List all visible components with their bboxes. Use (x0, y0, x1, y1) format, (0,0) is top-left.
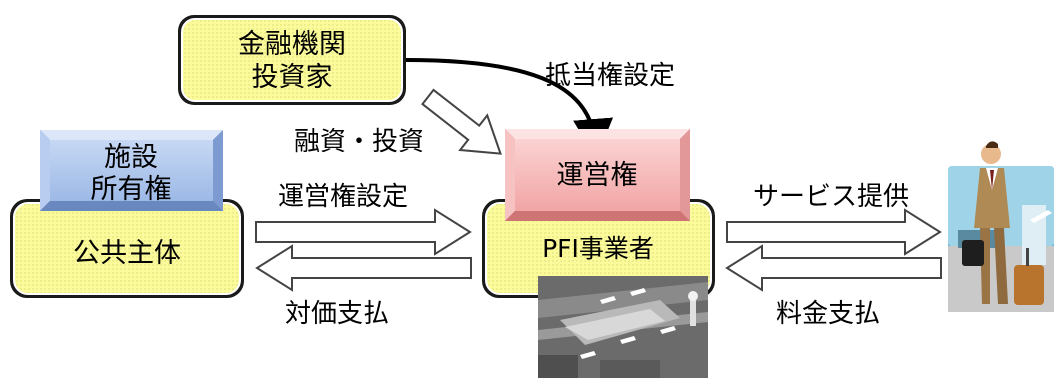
consideration-payment-arrow (255, 244, 472, 292)
operating-right-node: 運営権 (505, 129, 690, 221)
fee-payment-label: 料金支払 (776, 299, 880, 329)
finance-label-line1: 金融機関 (238, 29, 346, 60)
operating-right-setting-label: 運営権設定 (278, 182, 408, 212)
finance-node: 金融機関 投資家 (178, 15, 406, 105)
pfi-operator-node: PFI事業者 (482, 199, 715, 298)
finance-investment-label: 融資・投資 (294, 127, 424, 157)
operating-right-setting-arrow (255, 208, 472, 256)
ownership-label-line2: 所有権 (91, 174, 172, 205)
finance-label-line2: 投資家 (252, 62, 333, 93)
mortgage-arrow (405, 58, 614, 159)
fee-payment-arrow (725, 244, 942, 292)
mortgage-label: 抵当権設定 (545, 61, 675, 91)
traveler-illustration (948, 141, 1054, 312)
ownership-node: 施設 所有権 (40, 130, 223, 211)
pfi-operator-label: PFI事業者 (542, 234, 654, 263)
public-entity-node: 公共主体 (10, 199, 244, 298)
operating-right-label: 運営権 (557, 160, 638, 191)
airport-illustration (538, 276, 708, 378)
public-entity-label: 公共主体 (73, 238, 181, 269)
finance-investment-arrow (421, 88, 502, 155)
service-provision-label: サービス提供 (753, 182, 909, 212)
service-provision-arrow (726, 208, 942, 256)
consideration-payment-label: 対価支払 (285, 299, 389, 329)
ownership-label-line1: 施設 (104, 142, 158, 173)
